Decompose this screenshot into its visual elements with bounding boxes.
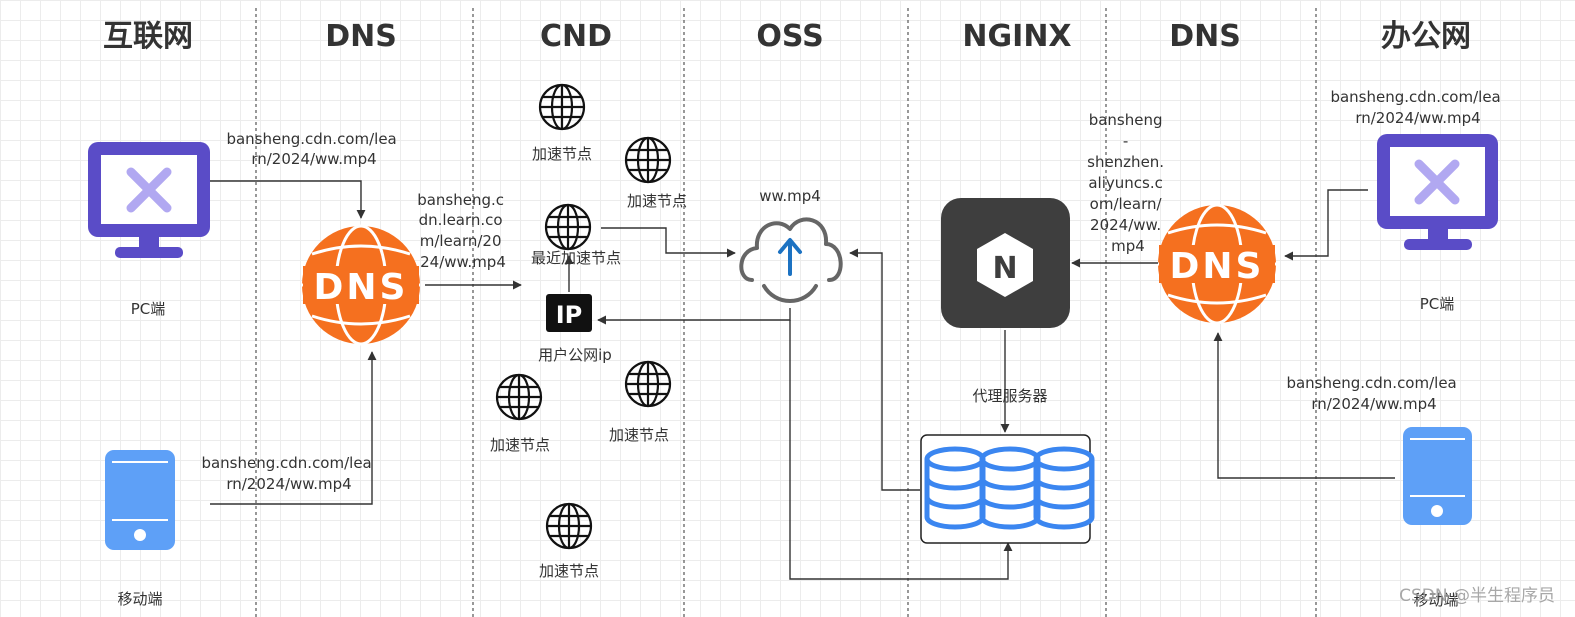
edge-pc-right-to-dns [1284,189,1368,261]
ip-icon: IP [546,294,592,332]
dns-right-icon-text: DNS [1170,246,1265,287]
dns-left-node: DNS [302,224,420,346]
globe-icon [545,502,593,550]
proxy-server-node: 代理服务器 [920,387,1095,544]
oss-file-label: ww.mp4 [759,187,821,205]
cdn-node-top: 加速节点 [532,83,592,163]
header-dns-left: DNS [325,19,397,54]
column-headers: 互联网 DNS CND OSS NGINX DNS 办公网 [103,19,1471,54]
edge-label-dns-to-cdn: bansheng.c dn.learn.co m/learn/20 24/ww.… [417,191,509,271]
cdn-node-top-right-label: 加速节点 [627,192,687,210]
mobile-left-label: 移动端 [117,590,162,608]
pc-left-label: PC端 [131,300,166,318]
mobile-phone-icon [1403,427,1472,525]
dns-right-node: DNS [1158,203,1276,325]
mobile-right-label: 移动端 [1413,591,1458,609]
nginx-icon-letter: N [992,251,1017,286]
header-dns-right: DNS [1169,19,1241,54]
user-ip-label: 用户公网ip [538,346,612,364]
cdn-node-top-label: 加速节点 [532,145,592,163]
edge-label-mobile-right: bansheng.cdn.com/lea rn/2024/ww.mp4 [1286,374,1461,413]
header-internet: 互联网 [103,19,193,54]
user-ip-node: IP 用户公网ip [538,294,612,364]
cdn-node-bottom: 加速节点 [539,502,599,580]
globe-icon [544,203,592,251]
edge-mobile-left-to-dns [210,351,377,505]
edge-nearest-node-to-oss [601,227,736,258]
edge-database-to-oss [849,248,920,491]
nginx-icon: N [941,198,1070,328]
mobile-right-node: 移动端 [1403,427,1472,609]
dns-icon: DNS [1158,203,1276,325]
column-separators [255,8,1317,617]
ip-icon-text: IP [556,301,583,329]
pc-right-node: PC端 [1377,134,1498,313]
edge-labels: bansheng.cdn.com/lea rn/2024/ww.mp4 bans… [201,88,1505,493]
header-office-network: 办公网 [1381,19,1471,54]
cdn-node-mid-left-label: 加速节点 [490,436,550,454]
monitor-icon [88,142,210,258]
edge-label-dns-right-to-nginx: bansheng - shenzhen. aliyuncs.c om/learn… [1087,111,1169,255]
database-icon [920,434,1095,544]
connectors [210,180,1395,580]
globe-icon [495,373,543,421]
cdn-node-nearest: 最近加速节点 [531,203,621,267]
header-cdn: CND [540,19,612,54]
mobile-left-node: 移动端 [105,450,175,608]
edge-mobile-right-to-dns [1213,332,1395,479]
cdn-node-bottom-label: 加速节点 [539,562,599,580]
globe-icon [624,360,672,408]
edge-oss-to-database [789,320,1013,580]
header-oss: OSS [756,19,823,54]
globe-icon [624,136,672,184]
edge-label-pc-right: bansheng.cdn.com/lea rn/2024/ww.mp4 [1330,88,1505,127]
proxy-server-label: 代理服务器 [972,387,1047,405]
monitor-icon [1377,134,1498,250]
cloud-upload-icon [739,217,843,304]
edge-label-pc-left: bansheng.cdn.com/lea rn/2024/ww.mp4 [226,130,401,168]
dns-icon: DNS [302,224,420,346]
edge-label-mobile-left: bansheng.cdn.com/lea rn/2024/ww.mp4 [201,454,376,493]
globe-icon [538,83,586,131]
pc-left-node: PC端 [88,142,210,318]
cdn-node-mid-left: 加速节点 [490,373,550,454]
pc-right-label: PC端 [1420,295,1455,313]
mobile-phone-icon [105,450,175,550]
edge-oss-to-user-ip [597,308,791,325]
nginx-node: N [941,198,1070,328]
cdn-node-mid-right: 加速节点 [609,360,672,444]
oss-node: ww.mp4 [739,187,843,304]
cdn-node-mid-right-label: 加速节点 [609,426,669,444]
dns-left-icon-text: DNS [314,267,409,308]
cdn-node-nearest-label: 最近加速节点 [531,249,621,267]
edge-pc-left-to-dns [210,180,366,219]
cdn-node-top-right: 加速节点 [624,136,687,210]
watermark-text: CSDN @半生程序员 [1399,586,1555,606]
header-nginx: NGINX [962,19,1071,54]
